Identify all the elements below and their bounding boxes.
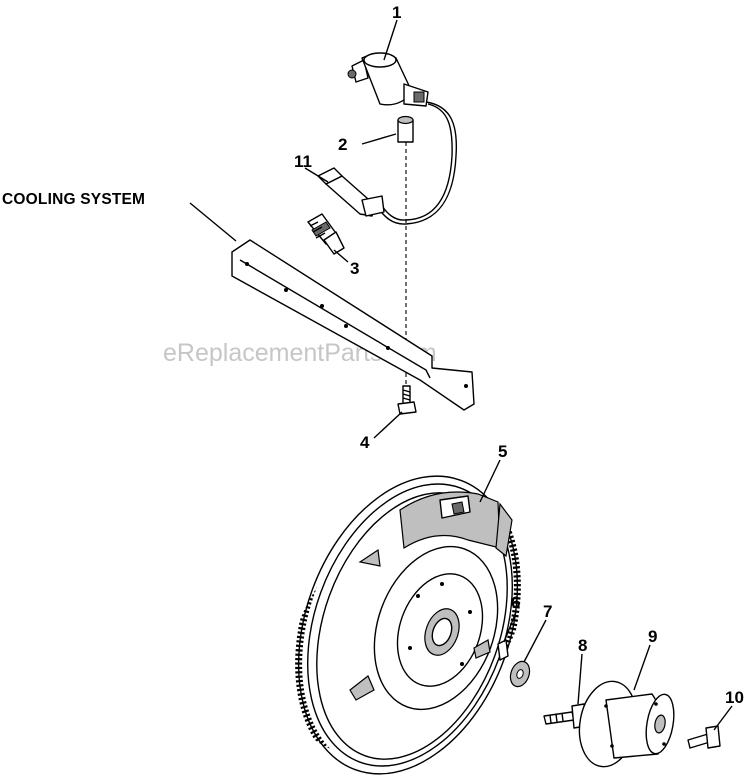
callout-1[interactable]: 1 <box>392 3 401 22</box>
callout-8[interactable]: 8 <box>578 636 587 655</box>
spark-plug-icon[interactable] <box>307 213 345 255</box>
callout-3[interactable]: 3 <box>350 259 359 278</box>
ignition-coil-icon[interactable] <box>347 52 458 225</box>
washer-icon[interactable] <box>507 659 533 690</box>
spark-plug-boot-icon[interactable] <box>317 167 385 217</box>
callout-10[interactable]: 10 <box>725 688 744 707</box>
callout-5[interactable]: 5 <box>498 442 507 461</box>
key-icon[interactable] <box>497 639 509 661</box>
callout-7[interactable]: 7 <box>543 602 552 621</box>
hub-icon[interactable] <box>573 677 678 771</box>
cooling-system-leader <box>189 202 237 242</box>
callout-4[interactable]: 4 <box>360 433 370 452</box>
callout-6[interactable]: 6 <box>511 593 520 612</box>
cooling-bracket-icon[interactable] <box>231 239 475 411</box>
bolt-icon[interactable] <box>687 725 721 749</box>
callout-11[interactable]: 11 <box>294 152 312 171</box>
bolt-icon[interactable] <box>397 385 417 415</box>
callout-leaders <box>304 19 733 731</box>
callout-2[interactable]: 2 <box>338 135 347 154</box>
spacer-sleeve-icon[interactable] <box>397 115 414 143</box>
cooling-system-label[interactable]: COOLING SYSTEM <box>2 191 145 208</box>
callout-9[interactable]: 9 <box>648 627 657 646</box>
flywheel-icon[interactable] <box>259 445 556 779</box>
